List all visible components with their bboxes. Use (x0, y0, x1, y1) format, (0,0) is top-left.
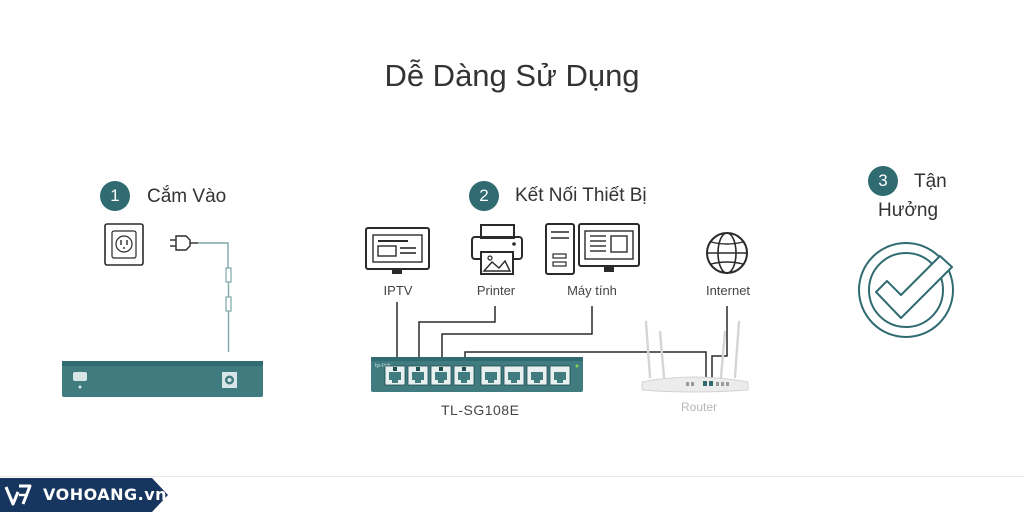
switch-model-label: TL-SG108E (441, 402, 520, 418)
globe-icon (706, 232, 748, 274)
step-1-badge: 1 (100, 181, 130, 211)
printer-label: Printer (476, 283, 516, 298)
iptv-icon (365, 227, 430, 274)
switch-rear-view (62, 361, 263, 397)
step-3-badge: 3 (868, 166, 898, 196)
setup-diagram: tp-link (62, 223, 954, 397)
brand-name: VOHOANG.vn (43, 485, 168, 504)
svg-text:tp-link: tp-link (375, 363, 391, 369)
computer-label: Máy tính (567, 283, 617, 298)
computer-icon (545, 223, 640, 275)
page-title: Dễ Dàng Sử Dụng (384, 58, 640, 93)
printer-icon (471, 224, 523, 275)
step-2-badge: 2 (469, 181, 499, 211)
power-plug-icon (170, 235, 232, 352)
step-3-label-line1: Tận (914, 171, 947, 192)
router-icon (641, 320, 749, 393)
check-badge-icon (858, 242, 954, 338)
brand-banner (0, 478, 168, 512)
footer-divider (0, 476, 1024, 477)
wall-outlet-icon (104, 223, 144, 266)
step-3-label-line2: Hưởng (878, 200, 939, 221)
switch-front-view: tp-link (371, 357, 583, 392)
internet-label: Internet (705, 283, 751, 298)
router-label: Router (681, 400, 718, 414)
step-1-label: Cắm Vào (147, 186, 227, 207)
vohoang-logo-icon (4, 484, 32, 506)
iptv-label: IPTV (383, 283, 413, 298)
network-cables (396, 302, 728, 381)
step-2-label: Kết Nối Thiết Bị (515, 185, 647, 206)
